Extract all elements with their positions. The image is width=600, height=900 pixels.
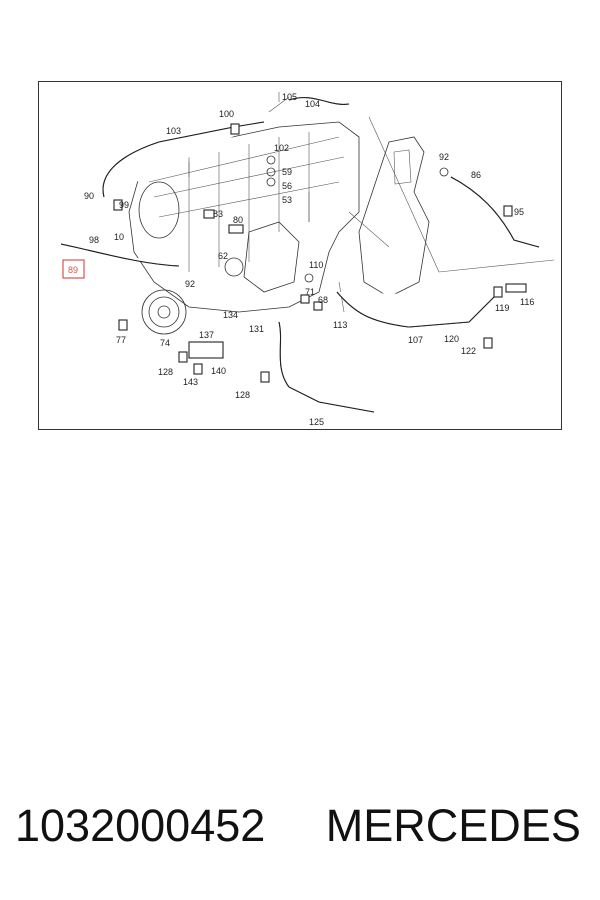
part-label: 80 — [233, 215, 243, 225]
part-label: 103 — [166, 126, 181, 136]
part-label: 120 — [444, 334, 459, 344]
part-labels: 105 104 100 103 102 59 56 53 92 86 90 99… — [68, 92, 534, 427]
parts-diagram-frame: 105 104 100 103 102 59 56 53 92 86 90 99… — [38, 81, 562, 430]
part-label: 134 — [223, 310, 238, 320]
part-label: 140 — [211, 366, 226, 376]
part-label: 56 — [282, 181, 292, 191]
part-label: 90 — [84, 191, 94, 201]
part-label: 137 — [199, 330, 214, 340]
part-label: 62 — [218, 251, 228, 261]
part-number: 1032000452 — [15, 800, 266, 851]
part-label: 125 — [309, 417, 324, 427]
part-label: 59 — [282, 167, 292, 177]
hoses-drawing — [60, 97, 540, 413]
part-label: 99 — [119, 200, 129, 210]
part-label: 100 — [219, 109, 234, 119]
part-label-highlighted: 89 — [68, 265, 78, 275]
brand-name: MERCEDES — [325, 800, 581, 851]
part-label: 105 — [282, 92, 297, 102]
part-label: 110 — [309, 260, 323, 270]
part-label: 102 — [274, 143, 289, 153]
part-label: 83 — [213, 209, 223, 219]
part-label: 92 — [439, 152, 449, 162]
parts-diagram: 105 104 100 103 102 59 56 53 92 86 90 99… — [60, 92, 555, 427]
part-label: 86 — [471, 170, 481, 180]
part-label: 74 — [160, 338, 170, 348]
part-label: 10 — [114, 232, 124, 242]
part-label: 95 — [514, 207, 524, 217]
part-label: 128 — [235, 390, 250, 400]
part-label: 98 — [89, 235, 99, 245]
part-label: 131 — [249, 324, 264, 334]
part-label: 143 — [183, 377, 198, 387]
part-label: 116 — [520, 297, 534, 307]
part-label: 107 — [408, 335, 423, 345]
part-label: 122 — [461, 346, 476, 356]
engine-block-drawing — [128, 92, 555, 335]
product-caption: 1032000452 MERCEDES — [10, 800, 590, 860]
part-label: 77 — [116, 335, 126, 345]
highlight-box-89 — [62, 259, 85, 279]
part-label: 92 — [185, 279, 195, 289]
part-label: 68 — [318, 295, 328, 305]
part-label: 119 — [495, 303, 509, 313]
fasteners-drawing — [113, 123, 513, 383]
part-label: 71 — [305, 287, 315, 297]
part-label: 113 — [333, 320, 347, 330]
part-label: 53 — [282, 195, 292, 205]
part-label: 128 — [158, 367, 173, 377]
part-label: 104 — [305, 99, 320, 109]
